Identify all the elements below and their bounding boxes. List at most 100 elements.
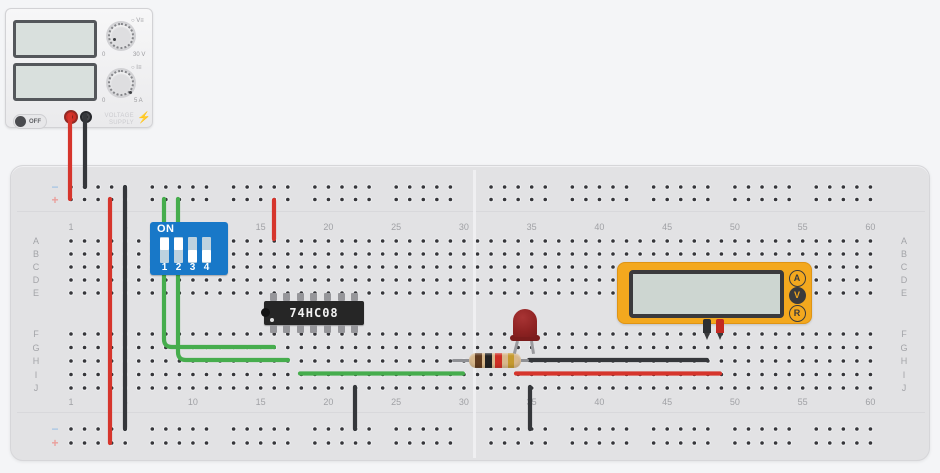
led-body[interactable] bbox=[513, 309, 537, 337]
breadboard-hole[interactable] bbox=[163, 440, 169, 446]
breadboard-hole[interactable] bbox=[135, 238, 142, 244]
breadboard-hole[interactable] bbox=[691, 238, 698, 244]
breadboard-hole[interactable] bbox=[528, 196, 535, 203]
breadboard-hole[interactable] bbox=[637, 251, 643, 257]
breadboard-hole[interactable] bbox=[827, 358, 833, 364]
breadboard-hole[interactable] bbox=[705, 440, 711, 446]
breadboard-hole[interactable] bbox=[732, 440, 738, 446]
breadboard-hole[interactable] bbox=[569, 426, 576, 432]
breadboard-hole[interactable] bbox=[420, 290, 427, 296]
breadboard-hole[interactable] bbox=[827, 331, 833, 337]
breadboard-hole[interactable] bbox=[542, 290, 549, 296]
breadboard-hole[interactable] bbox=[569, 264, 576, 270]
breadboard-hole[interactable] bbox=[406, 385, 413, 391]
breadboard-hole[interactable] bbox=[596, 440, 603, 446]
breadboard-hole[interactable] bbox=[745, 426, 752, 432]
breadboard-hole[interactable] bbox=[217, 371, 223, 378]
breadboard-hole[interactable] bbox=[501, 385, 508, 391]
breadboard-hole[interactable] bbox=[854, 251, 860, 257]
breadboard-hole[interactable] bbox=[325, 385, 332, 391]
breadboard-hole[interactable] bbox=[528, 264, 535, 270]
breadboard-hole[interactable] bbox=[610, 196, 616, 203]
breadboard-hole[interactable] bbox=[434, 264, 440, 270]
breadboard-hole[interactable] bbox=[285, 371, 291, 378]
breadboard-hole[interactable] bbox=[745, 358, 752, 364]
breadboard-hole[interactable] bbox=[406, 344, 413, 351]
breadboard-hole[interactable] bbox=[406, 264, 413, 270]
breadboard-hole[interactable] bbox=[257, 385, 264, 391]
breadboard-hole[interactable] bbox=[434, 196, 440, 203]
breadboard-hole[interactable] bbox=[691, 385, 698, 391]
breadboard-hole[interactable] bbox=[68, 264, 74, 270]
breadboard-hole[interactable] bbox=[461, 331, 467, 337]
breadboard-hole[interactable] bbox=[664, 331, 671, 337]
breadboard-hole[interactable] bbox=[528, 440, 535, 446]
breadboard-hole[interactable] bbox=[366, 277, 372, 283]
breadboard-hole[interactable] bbox=[434, 385, 440, 391]
breadboard-hole[interactable] bbox=[81, 371, 88, 378]
breadboard-hole[interactable] bbox=[257, 331, 264, 337]
breadboard-hole[interactable] bbox=[759, 196, 765, 203]
breadboard-hole[interactable] bbox=[691, 331, 698, 337]
breadboard-hole[interactable] bbox=[854, 371, 860, 378]
breadboard-hole[interactable] bbox=[379, 331, 386, 337]
breadboard-hole[interactable] bbox=[799, 371, 806, 378]
breadboard-hole[interactable] bbox=[827, 277, 833, 283]
breadboard-hole[interactable] bbox=[271, 277, 278, 283]
breadboard-hole[interactable] bbox=[393, 358, 400, 364]
breadboard-hole[interactable] bbox=[312, 358, 318, 364]
breadboard-hole[interactable] bbox=[366, 426, 372, 432]
breadboard-hole[interactable] bbox=[583, 251, 589, 257]
breadboard-hole[interactable] bbox=[149, 196, 156, 203]
breadboard-hole[interactable] bbox=[95, 277, 101, 283]
breadboard-hole[interactable] bbox=[257, 371, 264, 378]
breadboard-hole[interactable] bbox=[515, 426, 521, 432]
breadboard-hole[interactable] bbox=[68, 385, 74, 391]
breadboard-hole[interactable] bbox=[244, 426, 250, 432]
breadboard-hole[interactable] bbox=[203, 196, 210, 203]
breadboard-hole[interactable] bbox=[393, 290, 400, 296]
breadboard-hole[interactable] bbox=[95, 440, 101, 446]
breadboard-hole[interactable] bbox=[257, 440, 264, 446]
breadboard-hole[interactable] bbox=[623, 385, 630, 391]
breadboard-hole[interactable] bbox=[379, 344, 386, 351]
breadboard-hole[interactable] bbox=[420, 426, 427, 432]
breadboard-hole[interactable] bbox=[393, 184, 400, 190]
breadboard-hole[interactable] bbox=[827, 251, 833, 257]
breadboard-hole[interactable] bbox=[312, 184, 318, 190]
breadboard-hole[interactable] bbox=[610, 264, 616, 270]
breadboard-hole[interactable] bbox=[366, 196, 372, 203]
breadboard-hole[interactable] bbox=[190, 290, 196, 296]
breadboard-hole[interactable] bbox=[501, 426, 508, 432]
breadboard-hole[interactable] bbox=[149, 290, 156, 296]
breadboard-hole[interactable] bbox=[312, 264, 318, 270]
breadboard-hole[interactable] bbox=[569, 344, 576, 351]
breadboard-hole[interactable] bbox=[257, 184, 264, 190]
breadboard-hole[interactable] bbox=[352, 344, 359, 351]
breadboard-hole[interactable] bbox=[528, 184, 535, 190]
breadboard-hole[interactable] bbox=[230, 196, 237, 203]
breadboard-hole[interactable] bbox=[732, 426, 738, 432]
breadboard-hole[interactable] bbox=[325, 238, 332, 244]
breadboard-hole[interactable] bbox=[271, 371, 278, 378]
breadboard-hole[interactable] bbox=[447, 238, 454, 244]
breadboard-hole[interactable] bbox=[772, 426, 779, 432]
breadboard-hole[interactable] bbox=[488, 251, 494, 257]
breadboard-hole[interactable] bbox=[569, 277, 576, 283]
breadboard-hole[interactable] bbox=[488, 385, 494, 391]
breadboard-hole[interactable] bbox=[379, 277, 386, 283]
breadboard-hole[interactable] bbox=[745, 344, 752, 351]
breadboard-hole[interactable] bbox=[827, 196, 833, 203]
breadboard-hole[interactable] bbox=[623, 344, 630, 351]
breadboard-hole[interactable] bbox=[840, 344, 847, 351]
breadboard-hole[interactable] bbox=[379, 290, 386, 296]
breadboard-hole[interactable] bbox=[149, 344, 156, 351]
breadboard-hole[interactable] bbox=[745, 371, 752, 378]
breadboard-hole[interactable] bbox=[867, 331, 874, 337]
breadboard-hole[interactable] bbox=[705, 196, 711, 203]
breadboard-hole[interactable] bbox=[230, 385, 237, 391]
breadboard-hole[interactable] bbox=[772, 371, 779, 378]
breadboard-hole[interactable] bbox=[691, 196, 698, 203]
breadboard-hole[interactable] bbox=[285, 184, 291, 190]
breadboard-hole[interactable] bbox=[244, 184, 250, 190]
